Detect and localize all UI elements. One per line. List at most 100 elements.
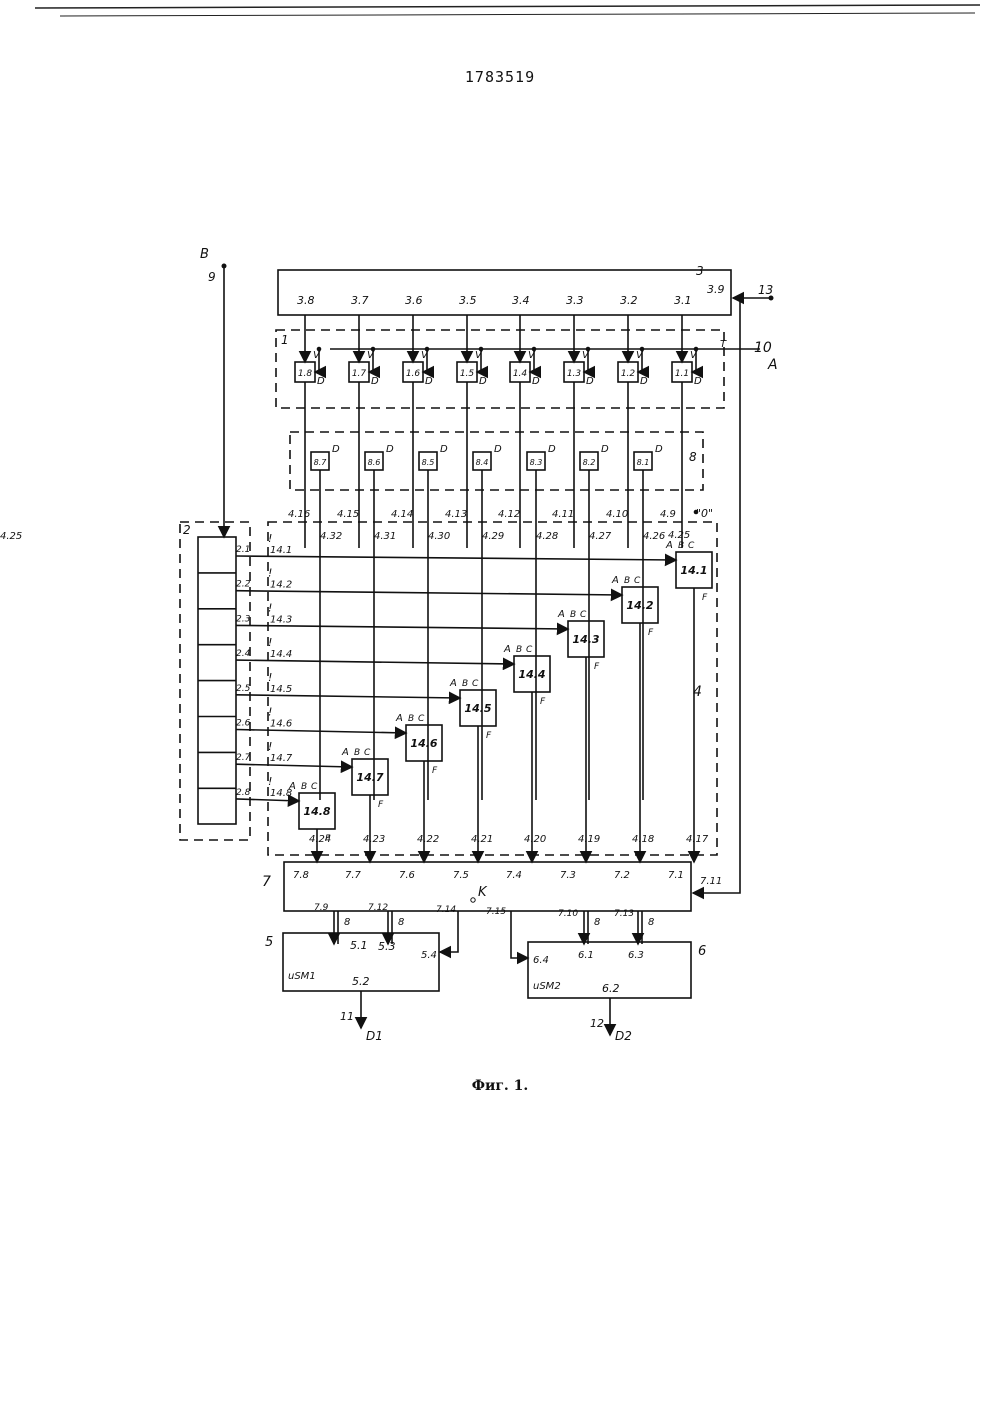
terminal-zero [694,510,699,515]
cell-pin-f: F [702,593,708,603]
lane-label-top: 4.15 [337,509,359,520]
bus-width: 8 [398,917,404,928]
cell-row-label: 14.3 [270,614,292,625]
tick-mark: ! [268,740,272,753]
register-7-label: 7 [262,874,271,890]
cell-pin-f: F [594,662,600,672]
register-3-port: 3.4 [512,294,530,307]
register-7-port-7.13: 7.13 [614,909,634,919]
sm2-port: 6.3 [628,950,644,961]
block-1-frame [276,330,724,408]
register-7-port: 7.2 [614,870,630,881]
cell-pin-a: A [611,575,619,586]
register-2-port: 2.6 [236,719,251,729]
register-3-port: 3.5 [459,294,477,307]
figure-caption: Фиг. 1. [0,1078,1000,1094]
register-2-port: 2.4 [236,649,251,659]
trigger-1-label: 1.1 [675,369,689,379]
trigger-8-label: 8.1 [637,458,650,467]
cell-pin-c: C [364,748,371,758]
block-2-label: 2 [183,523,191,537]
wire-2-to-cell [236,556,676,560]
cell-pin-b: B [570,610,576,620]
register-3-box [278,270,731,315]
register-3-label: 3 [696,264,704,278]
block-1-label: 1 [281,333,289,347]
register-2-port: 2.3 [236,614,251,624]
wire-2-to-cell [236,730,406,734]
register-7-k: K [478,885,488,900]
register-3-port: 3.1 [674,294,692,307]
trigger-8-label: 8.7 [314,458,328,467]
io-12: 12 [590,1017,604,1030]
cell-output-label: 4.19 [578,834,600,845]
tick-mark: ! [268,671,272,684]
trigger-8-pin-d: D [601,444,609,455]
cell-pin-b: B [678,541,684,551]
io-10: 10 [754,340,772,356]
trigger-1-pin-d: D [479,376,487,387]
cell-pin-a: A [665,540,673,551]
register-7-port-7.14: 7.14 [436,905,456,915]
sm1-label: uSM1 [288,971,316,982]
trigger-8-pin-d: D [655,444,663,455]
cell-label: 14.8 [303,805,330,818]
cell-output-label: 4.17 [686,834,709,845]
register-3-port: 3.3 [566,294,584,307]
cell-output-label: 4.23 [363,834,385,845]
junction [640,347,645,352]
tick-mark: ! [268,567,272,580]
trigger-8-pin-d: D [494,444,502,455]
register-7-port-7.15: 7.15 [486,907,506,917]
tick-mark: ! [268,601,272,614]
block-4-label: 4 [693,684,702,700]
wire-2-to-cell [236,764,352,767]
cell-pin-f: F [486,731,492,741]
trigger-1-pin-d: D [317,376,325,387]
junction [317,347,322,352]
adder-6-label: 6 [698,944,706,959]
trigger-1-pin-d: D [371,376,379,387]
trigger-8-label: 8.4 [476,458,489,467]
trigger-8-label: 8.2 [583,458,596,467]
io-t: T [720,339,727,350]
block-8-label: 8 [689,450,697,464]
trigger-1-pin-d: D [694,376,702,387]
sm2-port: 6.1 [578,950,594,961]
register-7-port: 7.6 [399,870,415,881]
register-3-port: 3.2 [620,294,638,307]
trigger-1-label: 1.2 [621,369,636,379]
lane-label-bottom: 4.27 [589,531,612,542]
trigger-8-pin-d: D [386,444,394,455]
junction [532,347,537,352]
cell-pin-b: B [408,714,414,724]
register-7-port-7.10: 7.10 [558,909,578,919]
register-3-port: 3.7 [351,294,369,307]
cell-pin-c: C [311,782,318,792]
cell-pin-a: A [341,747,349,758]
register-7-port: 7.1 [668,870,684,881]
cell-row-label: 14.5 [270,684,292,695]
lane-label-bottom: 4.29 [482,531,504,542]
trigger-8-label: 8.3 [530,458,543,467]
register-7-port-7.11: 7.11 [700,876,722,887]
sm1-port: 5.4 [421,950,437,961]
sm1-port: 5.2 [352,975,370,988]
trigger-8-pin-d: D [548,444,556,455]
wire-2-to-cell [236,625,568,629]
cell-pin-b: B [624,576,630,586]
register-7-port: 7.8 [293,870,309,881]
wire-feedback [693,298,740,893]
trigger-8-label: 8.5 [422,458,435,467]
cell-label: 14.6 [410,737,437,750]
cell-label: 14.4 [518,668,545,681]
register-3-port-3.9: 3.9 [707,283,725,296]
cell-output-label: 4.24 [309,834,331,845]
cell-row-label: 14.2 [270,580,292,591]
register-2-port: 2.7 [236,753,251,763]
cell-label: 14.7 [356,771,383,784]
trigger-1-label: 1.5 [460,369,475,379]
cell-label: 14.5 [464,702,491,715]
cell-pin-b: B [301,782,307,792]
